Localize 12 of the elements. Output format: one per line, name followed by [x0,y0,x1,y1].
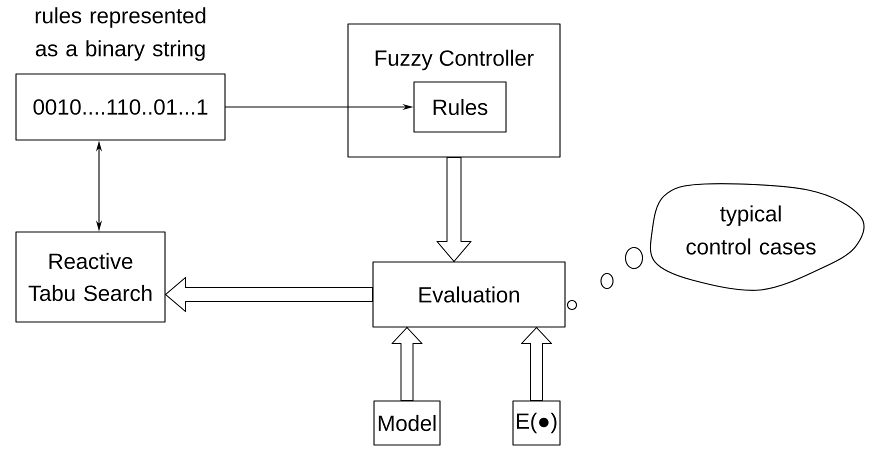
function-box: E(●) [512,400,561,446]
rules-box: Rules [413,81,507,133]
block-arrow [165,277,373,312]
block-arrow [436,157,472,262]
string-caption: rules represented as a binary string [36,7,206,61]
block-arrow [392,327,422,401]
block-arrow [521,327,552,401]
model-box: Model [373,400,441,446]
search-box: Reactive Tabu Search [15,231,166,323]
evaluation-box: Evaluation [372,261,566,328]
binary-string-box: 0010....110..01...1 [15,73,226,141]
thought-cloud: typical control cases [566,183,864,310]
